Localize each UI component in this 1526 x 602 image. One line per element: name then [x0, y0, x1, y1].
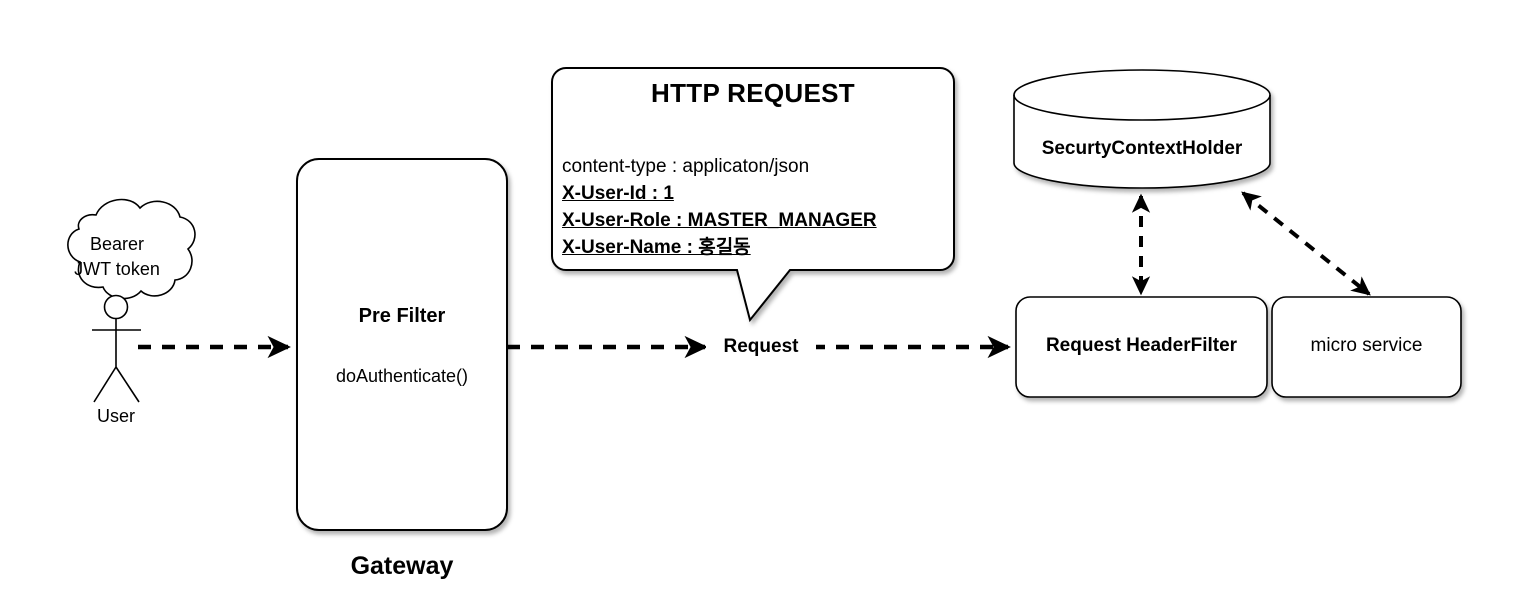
actor-head-icon	[103, 294, 129, 320]
do-authenticate-label: doAuthenticate()	[335, 366, 469, 386]
http-request-bubble-shape[interactable]	[551, 67, 955, 323]
header-line-content-type: content-type : applicaton/json	[562, 156, 810, 177]
header-line-x-user-role: X-User-Role : MASTER_MANAGER	[562, 210, 877, 231]
request-header-filter-label: Request HeaderFilter	[1045, 335, 1238, 356]
context-holder-cylinder-group	[1013, 69, 1271, 189]
header-filter-box-group	[1015, 296, 1268, 398]
arrow-contextholder-microservice	[1241, 191, 1371, 296]
http-request-header-list: content-type : applicaton/json X-User-Id…	[562, 154, 952, 261]
header-line-x-user-name: X-User-Name : 홍길동	[562, 237, 751, 258]
http-request-title: HTTP REQUEST	[651, 78, 855, 108]
security-context-holder-label: SecurtyContextHolder	[1041, 138, 1243, 159]
gateway-box[interactable]	[296, 158, 508, 531]
cylinder-body-shape[interactable]	[1013, 69, 1271, 189]
gateway-box-group	[296, 158, 508, 531]
user-label: User	[96, 406, 135, 426]
user-actor-group	[67, 198, 196, 403]
cylinder-top-ellipse	[1013, 94, 1271, 121]
header-line-x-user-id: X-User-Id : 1	[562, 183, 674, 204]
jwt-token-cloud-text: Bearer JWT token	[52, 232, 182, 282]
cloud-line-2: JWT token	[74, 259, 160, 279]
cloud-line-1: Bearer	[89, 234, 145, 254]
micro-service-label: micro service	[1310, 335, 1423, 356]
micro-service-box-group	[1271, 296, 1462, 398]
pre-filter-title: Pre Filter	[358, 305, 446, 327]
http-request-bubble-group	[551, 67, 955, 323]
request-header-filter-box[interactable]	[1015, 296, 1268, 398]
actor-body-icon	[92, 319, 141, 403]
thought-cloud-shape	[67, 198, 196, 300]
request-flow-label: Request	[706, 336, 816, 358]
micro-service-box[interactable]	[1271, 296, 1462, 398]
gateway-caption: Gateway	[350, 552, 454, 580]
